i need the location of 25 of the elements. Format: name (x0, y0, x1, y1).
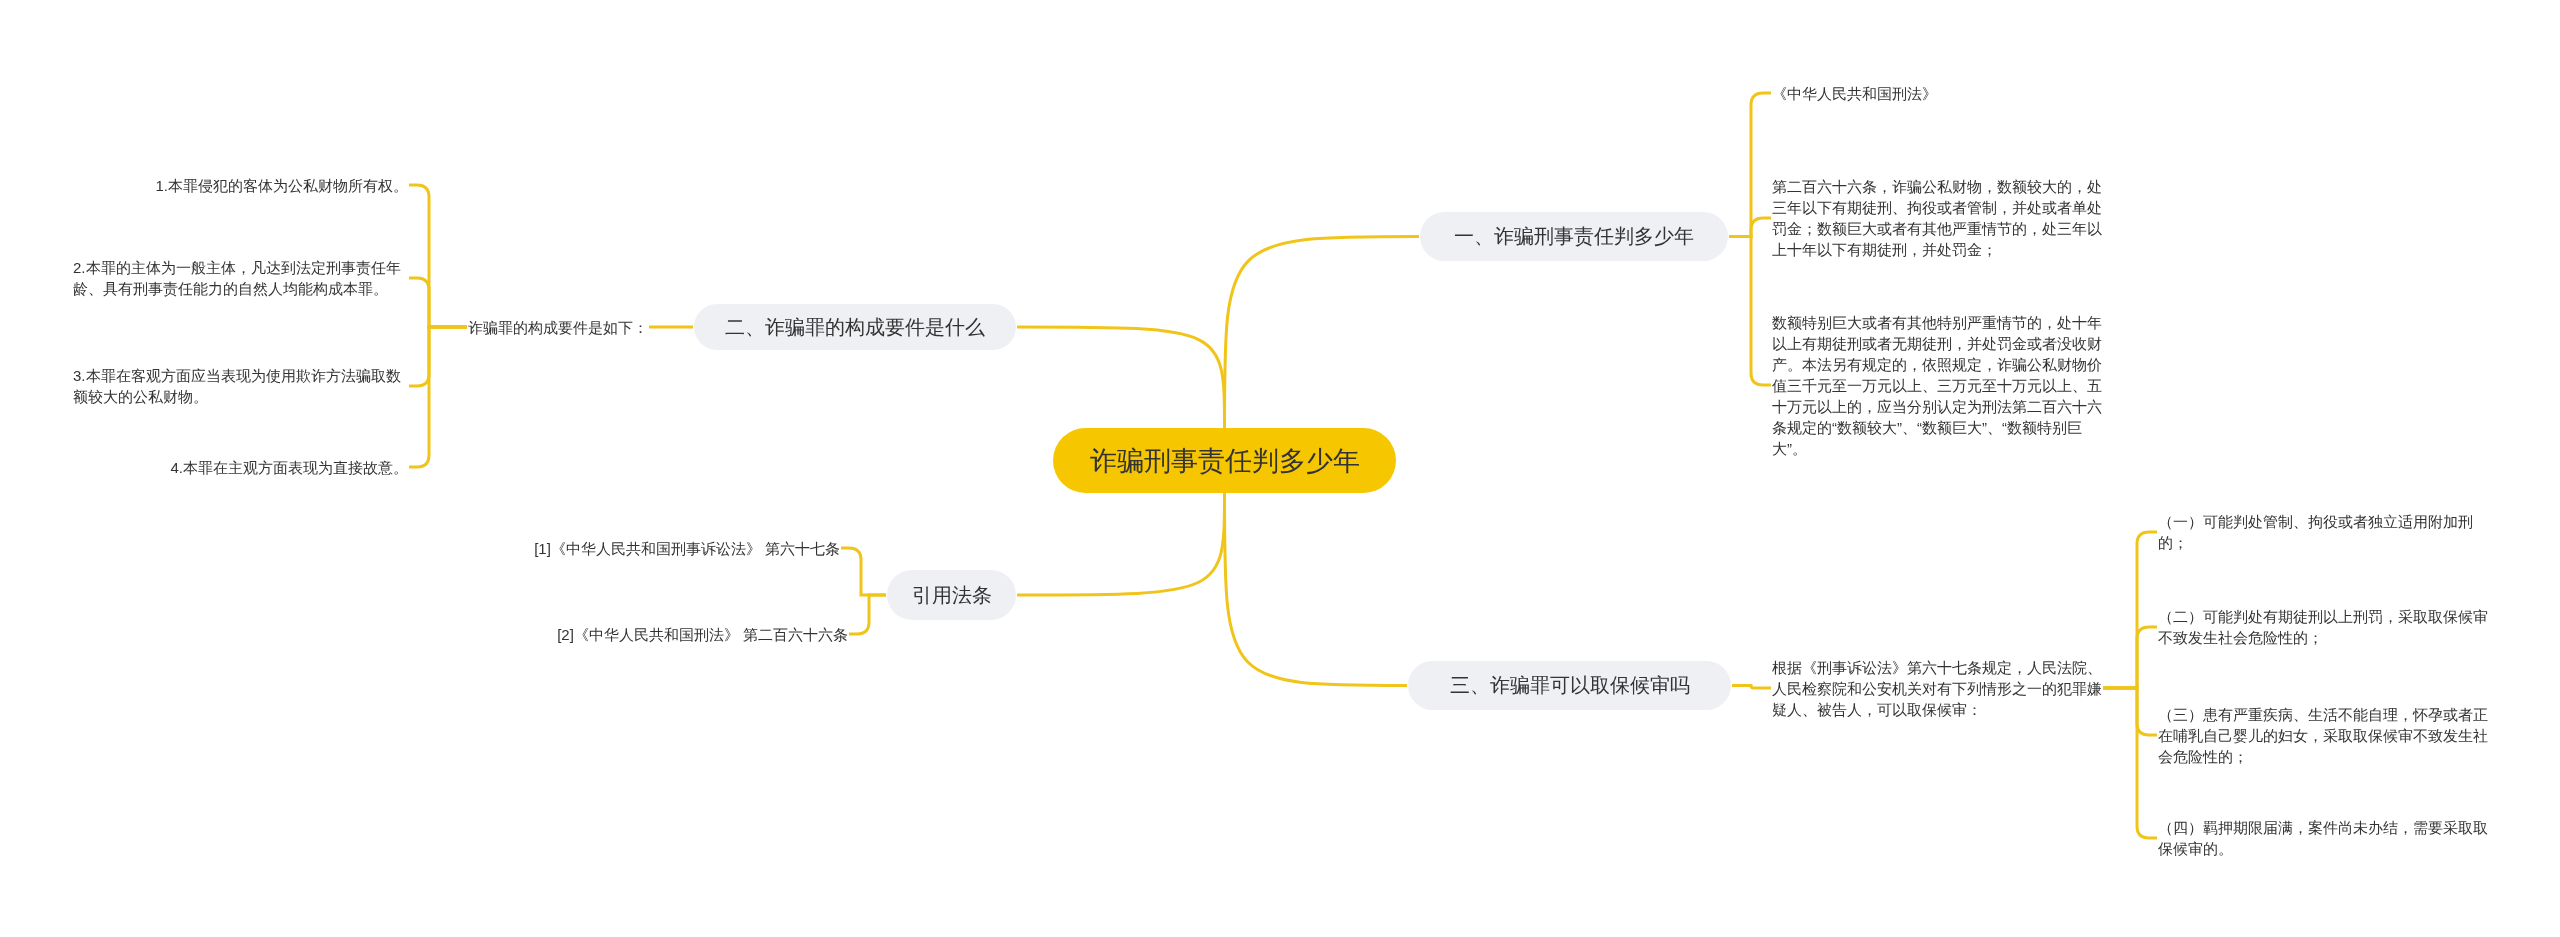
note-text: [1]《中华人民共和国刑事诉讼法》 第六十七条 (534, 537, 840, 559)
connector-line (1223, 493, 1407, 687)
topic-pill: 三、诈骗罪可以取保候审吗 (1408, 661, 1731, 710)
note-text: （四）羁押期限届满，案件尚未办结，需要采取取保候审的。 (2158, 817, 2488, 859)
connector-line (1017, 325, 1226, 428)
note-text: 1.本罪侵犯的客体为公私财物所有权。 (155, 174, 408, 196)
note-text: （二）可能判处有期徒刑以上刑罚，采取取保候审不致发生社会危险性的； (2158, 606, 2488, 648)
note-text: （三）患有严重疾病、生活不能自理，怀孕或者正在哺乳自己婴儿的妇女，采取取保候审不致发生社会危险性的； (2158, 703, 2488, 767)
note-text: 2.本罪的主体为一般主体，凡达到法定刑事责任年龄、具有刑事责任能力的自然人均能构成本罪。 (73, 257, 408, 299)
note-text: 4.本罪在主观方面表现为直接故意。 (170, 456, 408, 478)
topic-pill: 二、诈骗罪的构成要件是什么 (694, 304, 1016, 350)
connector-line (649, 325, 693, 329)
note-text: （一）可能判处管制、拘役或者独立适用附加刑的； (2158, 511, 2488, 553)
connector-line (1732, 684, 1771, 690)
note-text: 3.本罪在客观方面应当表现为使用欺诈方法骗取数额较大的公私财物。 (73, 365, 408, 407)
topic-pill: 一、诈骗刑事责任判多少年 (1420, 212, 1728, 261)
note-text: [2]《中华人民共和国刑法》 第二百六十六条 (557, 623, 848, 645)
central-topic: 诈骗刑事责任判多少年 (1053, 428, 1396, 493)
connector-line (849, 593, 886, 636)
note-text: 第二百六十六条，诈骗公私财物，数额较大的，处三年以下有期徒刑、拘役或者管制，并处或者单处罚金；数额巨大或者有其他严重情节的，处三年以上十年以下有期徒刑，并处罚金； (1772, 176, 2112, 260)
note-text: 诈骗罪的构成要件是如下： (468, 316, 648, 338)
note-text: 数额特别巨大或者有其他特别严重情节的，处十年以上有期徒刑或者无期徒刑，并处罚金或者没收财产。本法另有规定的，依照规定，诈骗公私财物价值三千元至一万元以上、三万元至十万元以上、五十万元以上的，应当分别认定为刑法第二百六十六条规定的“数额较大”、“数额巨大”、“数额特别巨大”。 (1772, 311, 2112, 459)
note-text: 根据《刑事诉讼法》第六十七条规定，人民法院、人民检察院和公安机关对有下列情形之一的犯罪嫌疑人、被告人，可以取保候审： (1772, 656, 2102, 720)
note-text: 《中华人民共和国刑法》 (1772, 82, 1937, 104)
topic-pill: 引用法条 (887, 570, 1016, 620)
